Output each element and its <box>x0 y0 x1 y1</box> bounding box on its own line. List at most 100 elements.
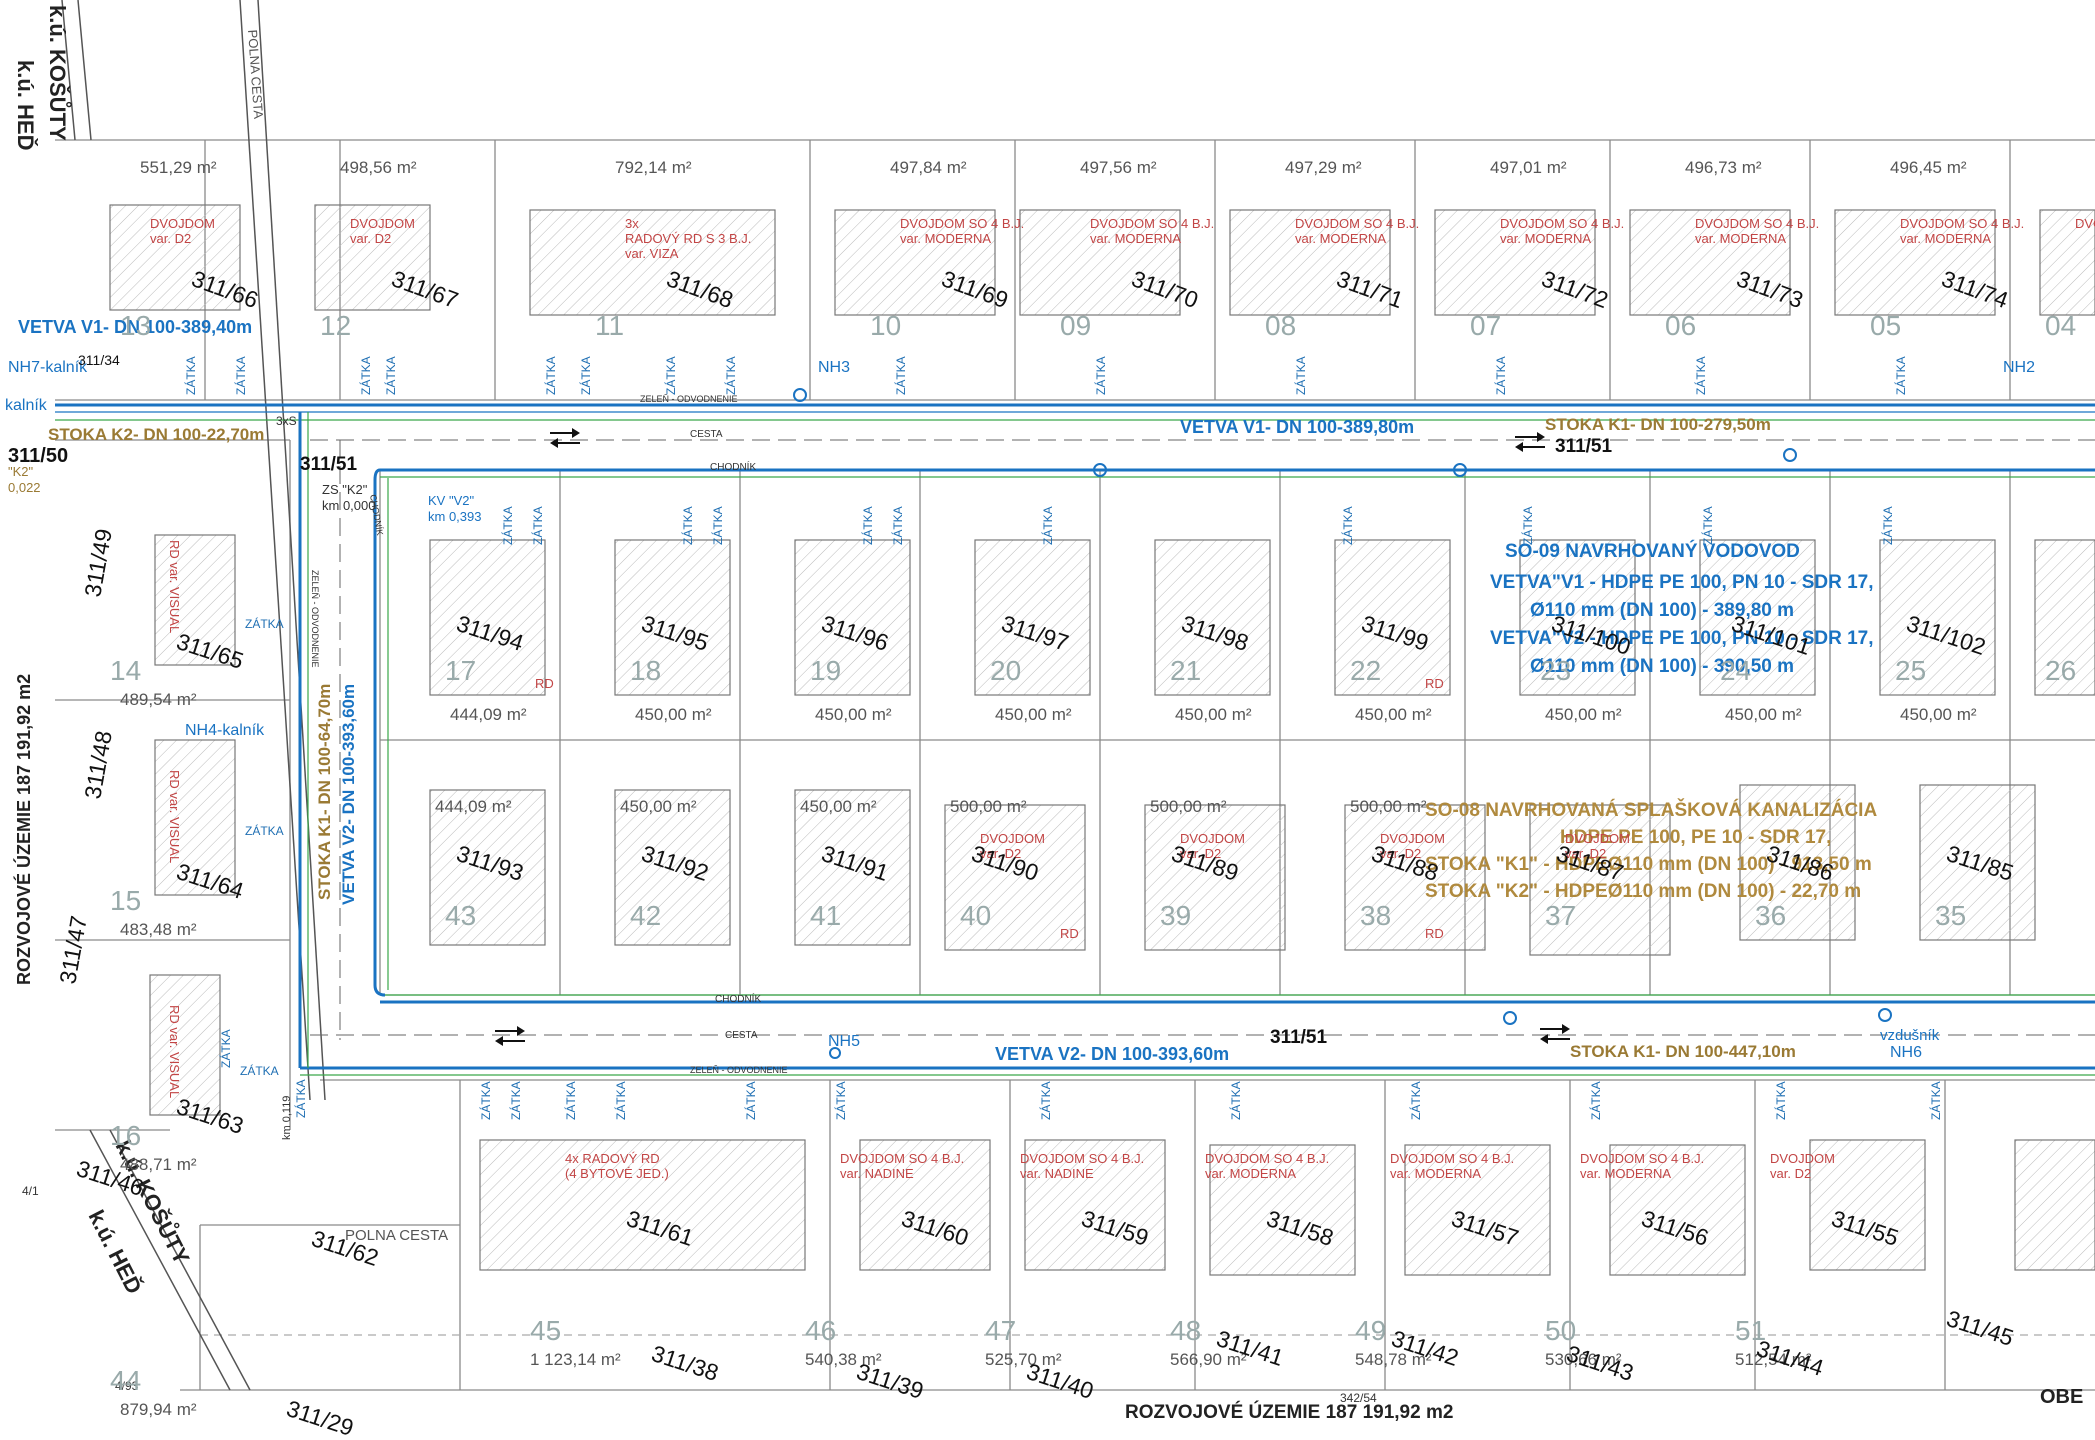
lot-number: 16 <box>110 1120 141 1151</box>
lot-area: 450,00 m² <box>800 797 877 816</box>
house-label: DVOJDOM <box>1180 831 1245 846</box>
lot-number: 23 <box>1540 655 1571 686</box>
zatka-label: ZÁTKA <box>1493 356 1508 395</box>
lot-number: 15 <box>110 885 141 916</box>
note-so09: SO-09 NAVRHOVANÝ VODOVOD VETVA"V1 - HDPE… <box>1490 540 1874 677</box>
lot-area: 483,48 m² <box>120 920 197 939</box>
house-label: DVOJDOM SO 4 B.J. <box>840 1151 964 1166</box>
house-label: var. MODERNA <box>1205 1166 1296 1181</box>
k2-small-label: "K2" <box>8 464 34 479</box>
nh7-label: NH7-kalník <box>8 359 88 376</box>
zatka-label: ZÁTKA <box>893 356 908 395</box>
chodnik-top: CHODNÍK <box>710 460 756 473</box>
lot-number: 18 <box>630 655 661 686</box>
house-label: DVOJDOM <box>1770 1151 1835 1166</box>
house-label: var. D2 <box>980 846 1021 861</box>
house-label: var. D2 <box>1180 846 1221 861</box>
lot-number: 22 <box>1350 655 1381 686</box>
obe-label: OBE <box>2040 1386 2083 1408</box>
nh2-label: NH2 <box>2003 359 2035 376</box>
street-bottom <box>300 994 2095 1076</box>
lot-number: 40 <box>960 900 991 931</box>
house-label: var. MODERNA <box>1090 231 1181 246</box>
zatka-label: ZÁTKA <box>218 1029 233 1068</box>
vetva-v2-vertical-label: VETVA V2- DN 100-393,60m <box>339 684 358 905</box>
nh6-label: NH6 <box>1890 1044 1922 1061</box>
zatka-label: ZÁTKA <box>833 1081 848 1120</box>
misc-labels: KV "V2" km 0,393 ZS "K2" km 0,000 "K2" 0… <box>8 352 1377 1405</box>
note-3xs: 3xS <box>276 414 297 428</box>
zatka-label: ZÁTKA <box>1773 1081 1788 1120</box>
house-label: RD var. VISUAL <box>167 1005 182 1098</box>
lot-area: 497,01 m² <box>1490 158 1567 177</box>
zatka-label: ZÁTKA <box>1700 506 1715 545</box>
house-label: DVOJDOM <box>350 216 415 231</box>
house-label: var. D2 <box>350 231 391 246</box>
zatka-label: ZÁTKA <box>1520 506 1535 545</box>
lot-area: 450,00 m² <box>815 705 892 724</box>
street-labels: CESTA CHODNÍK ZELEŇ - ODVODNENIE 311/51 … <box>300 394 1612 1075</box>
zatka-label: ZÁTKA <box>860 506 875 545</box>
zatka-label: ZÁTKA <box>563 1081 578 1120</box>
zatka-label: ZÁTKA <box>1293 356 1308 395</box>
lot-number: 10 <box>870 310 901 341</box>
zatka-label: ZÁTKA <box>723 356 738 395</box>
zatka-label: ZÁTKA <box>530 506 545 545</box>
lot-number: 37 <box>1545 900 1576 931</box>
lot-area: 530,66 m² <box>1545 1350 1622 1369</box>
parcel-311-34: 311/34 <box>78 352 120 368</box>
lot-area: 566,90 m² <box>1170 1350 1247 1369</box>
zelen-bottom: ZELEŇ - ODVODNENIE <box>690 1065 788 1075</box>
ku-kosuty-top: k.ú. KOŠŮTY <box>45 5 73 141</box>
flow-arrow <box>495 1026 525 1036</box>
lot-number: 44 <box>110 1365 141 1396</box>
house-label: var. MODERNA <box>1500 231 1591 246</box>
vetva-v1-road-label: VETVA V1- DN 100-389,80m <box>1180 417 1414 437</box>
house-label: var. NADINE <box>1020 1166 1094 1181</box>
zatka-label: ZÁTKA <box>240 1063 279 1078</box>
zatka-label: ZÁTKA <box>1408 1081 1423 1120</box>
house-label: DVOJDOM <box>980 831 1045 846</box>
lot-number: 07 <box>1470 310 1501 341</box>
lot-area: 450,00 m² <box>620 797 697 816</box>
zatka-label: ZÁTKA <box>710 506 725 545</box>
house-label: DVOJDOM SO 4 B.J. <box>900 216 1024 231</box>
house-label: var. MODERNA <box>1295 231 1386 246</box>
lot-number: 50 <box>1545 1315 1576 1346</box>
lot-number: 06 <box>1665 310 1696 341</box>
so08-line3: STOKA "K2" - HDPEØ110 mm (DN 100) - 22,7… <box>1425 881 1861 902</box>
lot-area: 450,00 m² <box>995 705 1072 724</box>
rd-label: RD <box>1425 676 1444 691</box>
zatka-label: ZÁTKA <box>383 356 398 395</box>
nh4-label: NH4-kalník <box>185 722 265 739</box>
so09-line2: Ø110 mm (DN 100) - 389,80 m <box>1530 600 1794 621</box>
vzdusnik-label: vzdušník <box>1880 1027 1940 1044</box>
flow-arrows <box>495 428 1570 1046</box>
so09-line3: VETVA"V2 - HDPE PE 100, PN 10 - SDR 17, <box>1490 628 1874 649</box>
lot-number: 12 <box>320 310 351 341</box>
lot-number: 35 <box>1935 900 1966 931</box>
house-label: var. D2 <box>1380 846 1421 861</box>
lot-number: 13 <box>120 310 151 341</box>
house-label: var. D2 <box>150 231 191 246</box>
lot-area: 450,00 m² <box>1725 705 1802 724</box>
house-label: 3x <box>625 216 639 231</box>
vetva-v2-bottom-label: VETVA V2- DN 100-393,60m <box>995 1044 1229 1064</box>
lot-area: 497,29 m² <box>1285 158 1362 177</box>
zatka-label: ZÁTKA <box>543 356 558 395</box>
house-label: RD var. VISUAL <box>167 540 182 633</box>
lot-area: 540,38 m² <box>805 1350 882 1369</box>
house-label: (4 BYTOVÉ JED.) <box>565 1166 669 1181</box>
lot-number: 09 <box>1060 310 1091 341</box>
lot-number: 48 <box>1170 1315 1201 1346</box>
lot-area: 512,54 m² <box>1735 1350 1812 1369</box>
house-label: RADOVÝ RD S 3 B.J. <box>625 231 751 246</box>
lot-area: 551,29 m² <box>140 158 217 177</box>
house-label: var. D2 <box>1770 1166 1811 1181</box>
lot-number: 43 <box>445 900 476 931</box>
lot-number: 20 <box>990 655 1021 686</box>
lot-number: 08 <box>1265 310 1296 341</box>
house-label: var. NADINE <box>840 1166 914 1181</box>
lot-number: 21 <box>1170 655 1201 686</box>
lot-area: 498,56 m² <box>340 158 417 177</box>
